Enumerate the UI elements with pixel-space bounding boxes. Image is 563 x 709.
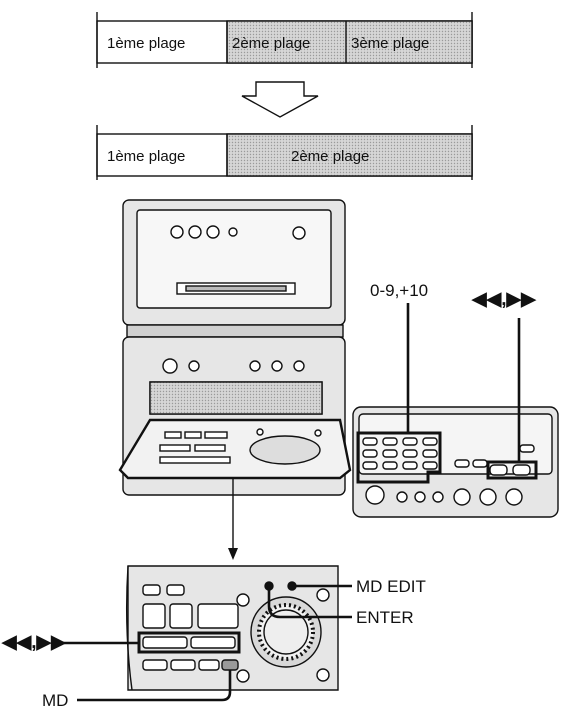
track-row-before: 1ème plage 2ème plage 3ème plage — [97, 12, 472, 68]
callout-numeric-keys: 0-9,+10 — [370, 281, 428, 300]
track-row-after: 1ème plage 2ème plage — [97, 125, 472, 180]
callout-md: MD — [42, 691, 68, 709]
down-pointer-icon — [228, 548, 238, 560]
callout-enter: ENTER — [356, 608, 414, 627]
callout-md-edit: MD EDIT — [356, 577, 426, 596]
callout-panel-skip: ◀◀,▶▶ — [1, 632, 67, 653]
track-before-3: 3ème plage — [351, 35, 429, 52]
down-arrow-icon — [242, 82, 318, 117]
track-after-1: 1ème plage — [107, 148, 185, 165]
track-before-1: 1ème plage — [107, 35, 185, 52]
enlarged-panel — [127, 566, 338, 690]
track-after-2: 2ème plage — [291, 148, 369, 165]
remote-control — [353, 407, 558, 517]
callout-remote-skip: ◀◀,▶▶ — [471, 289, 537, 310]
main-unit — [120, 200, 350, 495]
track-before-2: 2ème plage — [232, 35, 310, 52]
